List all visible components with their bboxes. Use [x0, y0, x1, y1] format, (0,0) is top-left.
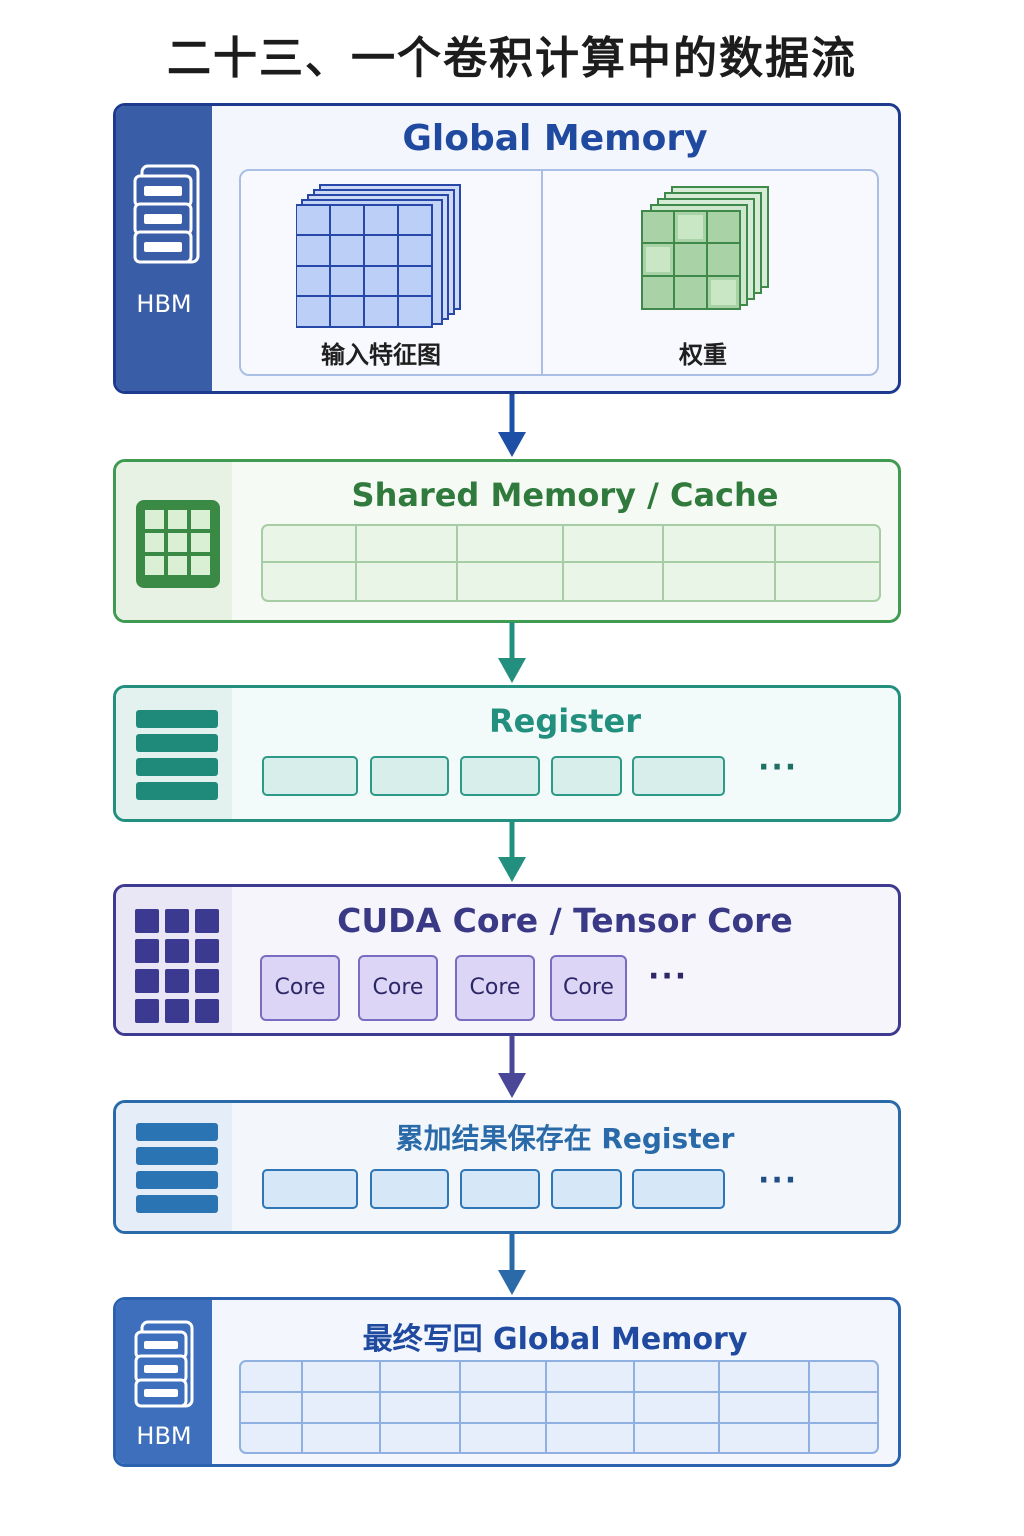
register-cell	[632, 1169, 725, 1209]
register-heading: Register	[488, 702, 642, 740]
register-ellipsis: ···	[758, 750, 799, 785]
divider	[541, 171, 543, 374]
arrow-down-icon	[498, 821, 526, 882]
shared-memory-table	[261, 524, 881, 602]
shared-memory-heading: Shared Memory / Cache	[351, 476, 779, 514]
writeback-sidebar: HBM	[116, 1300, 212, 1464]
global-memory-panel: HBM Global Memory 输入特征图	[113, 103, 901, 394]
hbm-label: HBM	[136, 1422, 192, 1450]
shared-memory-panel: Shared Memory / Cache	[113, 459, 901, 623]
core-unit: Core	[260, 955, 340, 1021]
register-cell	[370, 756, 449, 796]
global-memory-heading: Global Memory	[402, 118, 708, 159]
register-cell	[632, 756, 725, 796]
cuda-ellipsis: ···	[648, 959, 689, 994]
arrow-down-icon	[498, 1035, 526, 1098]
weights-icon	[641, 186, 769, 310]
writeback-heading: 最终写回 Global Memory	[362, 1322, 748, 1357]
weights-label: 权重	[679, 341, 727, 369]
register-cell	[460, 1169, 540, 1209]
core-grid-icon	[135, 909, 219, 1023]
input-feature-map-icon	[296, 184, 461, 328]
writeback-table	[239, 1360, 879, 1454]
register-cell	[551, 1169, 622, 1209]
server-stack-icon	[133, 164, 200, 264]
core-unit: Core	[455, 955, 535, 1021]
cuda-core-heading: CUDA Core / Tensor Core	[337, 901, 793, 940]
register-sidebar	[116, 688, 232, 819]
register-cell	[262, 756, 358, 796]
grid-icon	[136, 500, 220, 588]
accumulate-ellipsis: ···	[758, 1163, 799, 1198]
core-unit: Core	[358, 955, 438, 1021]
cuda-core-panel: CUDA Core / Tensor Core Core Core Core C…	[113, 884, 901, 1036]
global-memory-content: 输入特征图 权重	[239, 169, 879, 376]
arrow-down-icon	[498, 622, 526, 683]
register-cell	[262, 1169, 358, 1209]
core-unit: Core	[550, 955, 627, 1021]
arrow-down-icon	[498, 1233, 526, 1295]
hbm-label: HBM	[136, 290, 192, 318]
accumulate-heading: 累加结果保存在 Register	[395, 1122, 735, 1155]
arrow-down-icon	[498, 394, 526, 457]
page-title: 二十三、一个卷积计算中的数据流	[167, 33, 857, 84]
server-stack-icon	[134, 1320, 194, 1408]
register-cell	[551, 756, 622, 796]
register-cell	[460, 756, 540, 796]
register-panel: Register ···	[113, 685, 901, 822]
accumulate-sidebar	[116, 1103, 232, 1231]
register-stack-icon	[136, 710, 218, 800]
register-cell	[370, 1169, 449, 1209]
writeback-panel: HBM 最终写回 Global Memory	[113, 1297, 901, 1467]
shared-memory-sidebar	[116, 462, 232, 620]
input-feature-map-label: 输入特征图	[321, 341, 441, 369]
global-memory-sidebar: HBM	[116, 106, 212, 391]
cuda-core-sidebar	[116, 887, 232, 1033]
accumulate-register-panel: 累加结果保存在 Register ···	[113, 1100, 901, 1234]
register-stack-icon	[136, 1123, 218, 1213]
